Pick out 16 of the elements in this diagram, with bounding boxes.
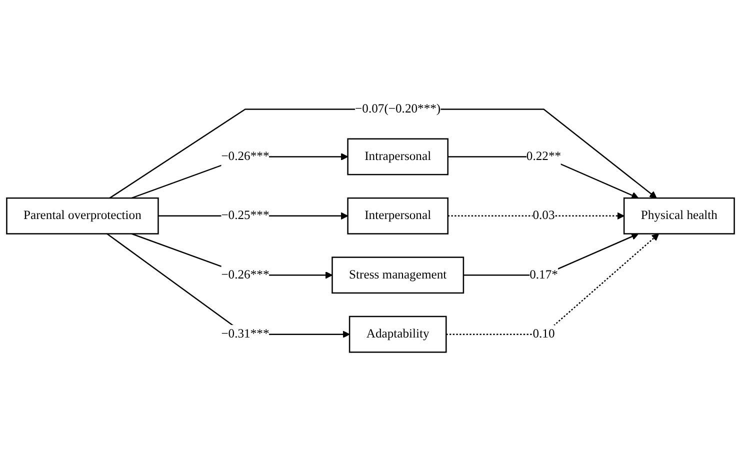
node-box: Stress management: [332, 256, 464, 294]
node-box: Adaptability: [348, 316, 447, 353]
edge-label: 0.03: [532, 208, 555, 222]
edge-label: 0.22**: [526, 150, 562, 164]
edge-label: −0.31***: [221, 327, 270, 341]
edge-label: −0.26***: [221, 268, 270, 282]
edge-label: 0.17*: [530, 268, 558, 282]
node-box: Physical health: [623, 197, 735, 234]
edge-label: −0.07(−0.20***): [355, 102, 441, 116]
node-box: Interpersonal: [347, 197, 448, 234]
node-box: Parental overprotection: [6, 197, 159, 234]
edge-label: −0.25***: [221, 208, 270, 222]
arrow: [448, 212, 624, 220]
node-box: Intrapersonal: [347, 138, 448, 176]
edge-label: 0.10: [532, 327, 555, 341]
edge-label: −0.26***: [221, 150, 270, 164]
